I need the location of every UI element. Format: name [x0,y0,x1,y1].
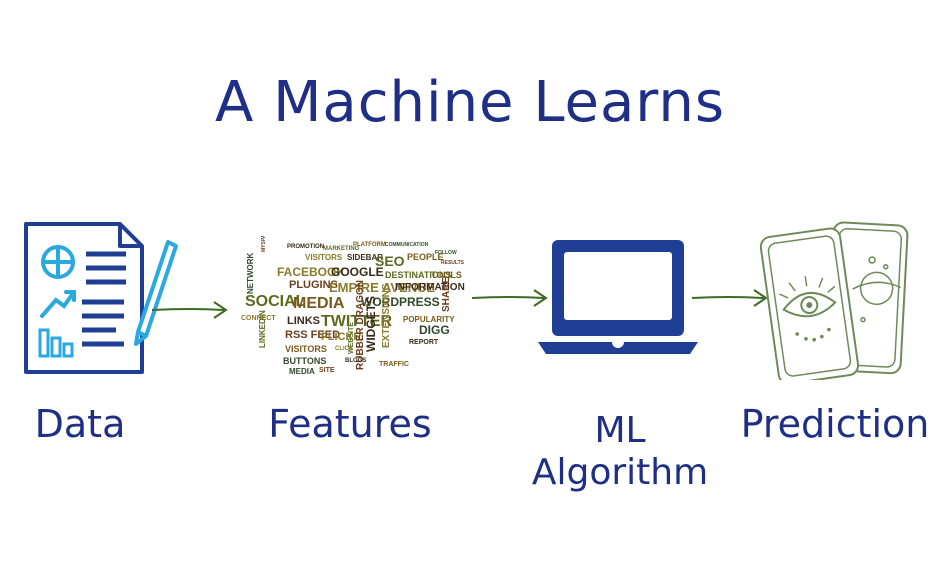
word-cloud-term: REPORT [409,339,439,346]
word-cloud-term: FOLLOW [435,250,457,256]
stage-label-prediction: Prediction [740,402,930,446]
prediction-cards-icon [760,221,909,380]
word-cloud-term: WORDPRESS [361,295,440,309]
word-cloud-term: SHARE [441,277,452,312]
word-cloud-term: VISITORS [305,253,343,262]
word-cloud-term: CLICK [335,346,354,352]
word-cloud-term: GOOGLE [331,265,384,279]
data-document-icon [24,222,178,374]
word-cloud-term: RUBBER DRAGON [355,280,366,370]
stage-label-ml-algorithm: ML Algorithm [500,410,740,494]
word-cloud-term: DESTINATIONS [385,270,451,280]
laptop-icon [538,240,698,354]
arrow-ml-to-prediction [691,289,768,307]
word-cloud-term: MEDIA [293,295,345,312]
word-cloud-term: MEDIA [289,367,315,376]
word-cloud-term: EXTENSIONS [381,283,392,348]
word-cloud-term: RESULTS [441,260,465,266]
word-cloud-term: POPULARITY [403,315,455,324]
word-cloud-term: BUTTONS [283,356,326,366]
diagram-title: A Machine Learns [214,70,726,135]
word-cloud-term: SOCIAL [245,293,306,310]
front-card [760,227,860,380]
word-cloud-term: FACEBOOK [277,265,345,279]
word-cloud-term: CONNECT [241,315,276,322]
stage-label-features: Features [268,402,432,446]
word-cloud-term: PLUGINS [289,279,338,291]
word-cloud-term: EMPIRE AVENUE [329,280,436,295]
word-cloud-term: COMMUNICATION [385,242,429,248]
word-cloud-term: DIGG [419,323,450,337]
word-cloud-term: SITE [319,367,335,374]
stage-label-ml-line2: Algorithm [531,452,709,493]
word-cloud-term: VISITORS [285,344,327,354]
word-cloud-term: TOOLS [431,270,462,280]
arrow-data-to-features [151,301,228,319]
word-cloud-term: FLICKR [321,331,361,343]
word-cloud-term: RSS FEED [285,329,340,341]
word-cloud-term: NETWORK [246,252,255,294]
word-cloud-term: MARKETING [323,246,360,252]
word-cloud-term: MYSPACE [261,236,267,252]
word-cloud-term: PLATFORM [353,242,386,248]
word-cloud-term: BLOGS [345,358,366,364]
arrow-features-to-ml [471,289,548,307]
word-cloud-term: PEOPLE [407,252,444,262]
word-cloud-term: SIDEBAR [347,253,383,262]
word-cloud-term: SEO [375,253,405,269]
word-cloud-term: INFORMATION [395,282,465,293]
word-cloud-term: PROMOTION [287,244,324,250]
word-cloud-term: WEBSITE [348,322,355,354]
stage-label-data: Data [34,402,126,446]
word-cloud-term: TWITTER [321,313,393,330]
word-cloud-term: WIDGETS [364,296,378,352]
word-cloud-term: LINKS [287,315,320,327]
word-cloud-term: TRAFFIC [379,361,409,368]
word-cloud-term: LINKEDIN [258,310,267,348]
stage-label-ml-line1: ML [594,410,646,451]
